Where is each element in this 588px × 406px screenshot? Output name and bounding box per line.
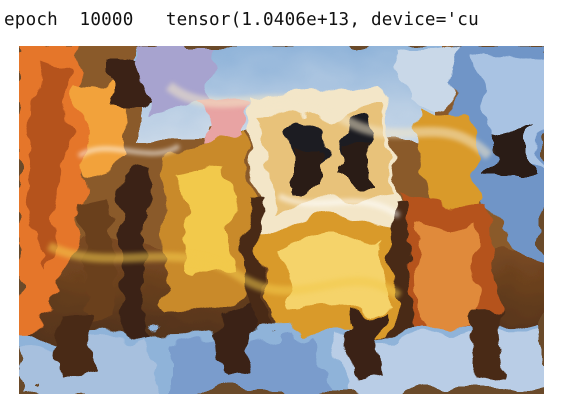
stylized-output-image — [19, 46, 544, 394]
painting-canvas — [19, 46, 544, 394]
training-log-line: epoch 10000 tensor(1.0406e+13, device='c… — [4, 10, 479, 30]
painting-strokes — [19, 46, 544, 394]
painting-highlights — [46, 81, 493, 300]
